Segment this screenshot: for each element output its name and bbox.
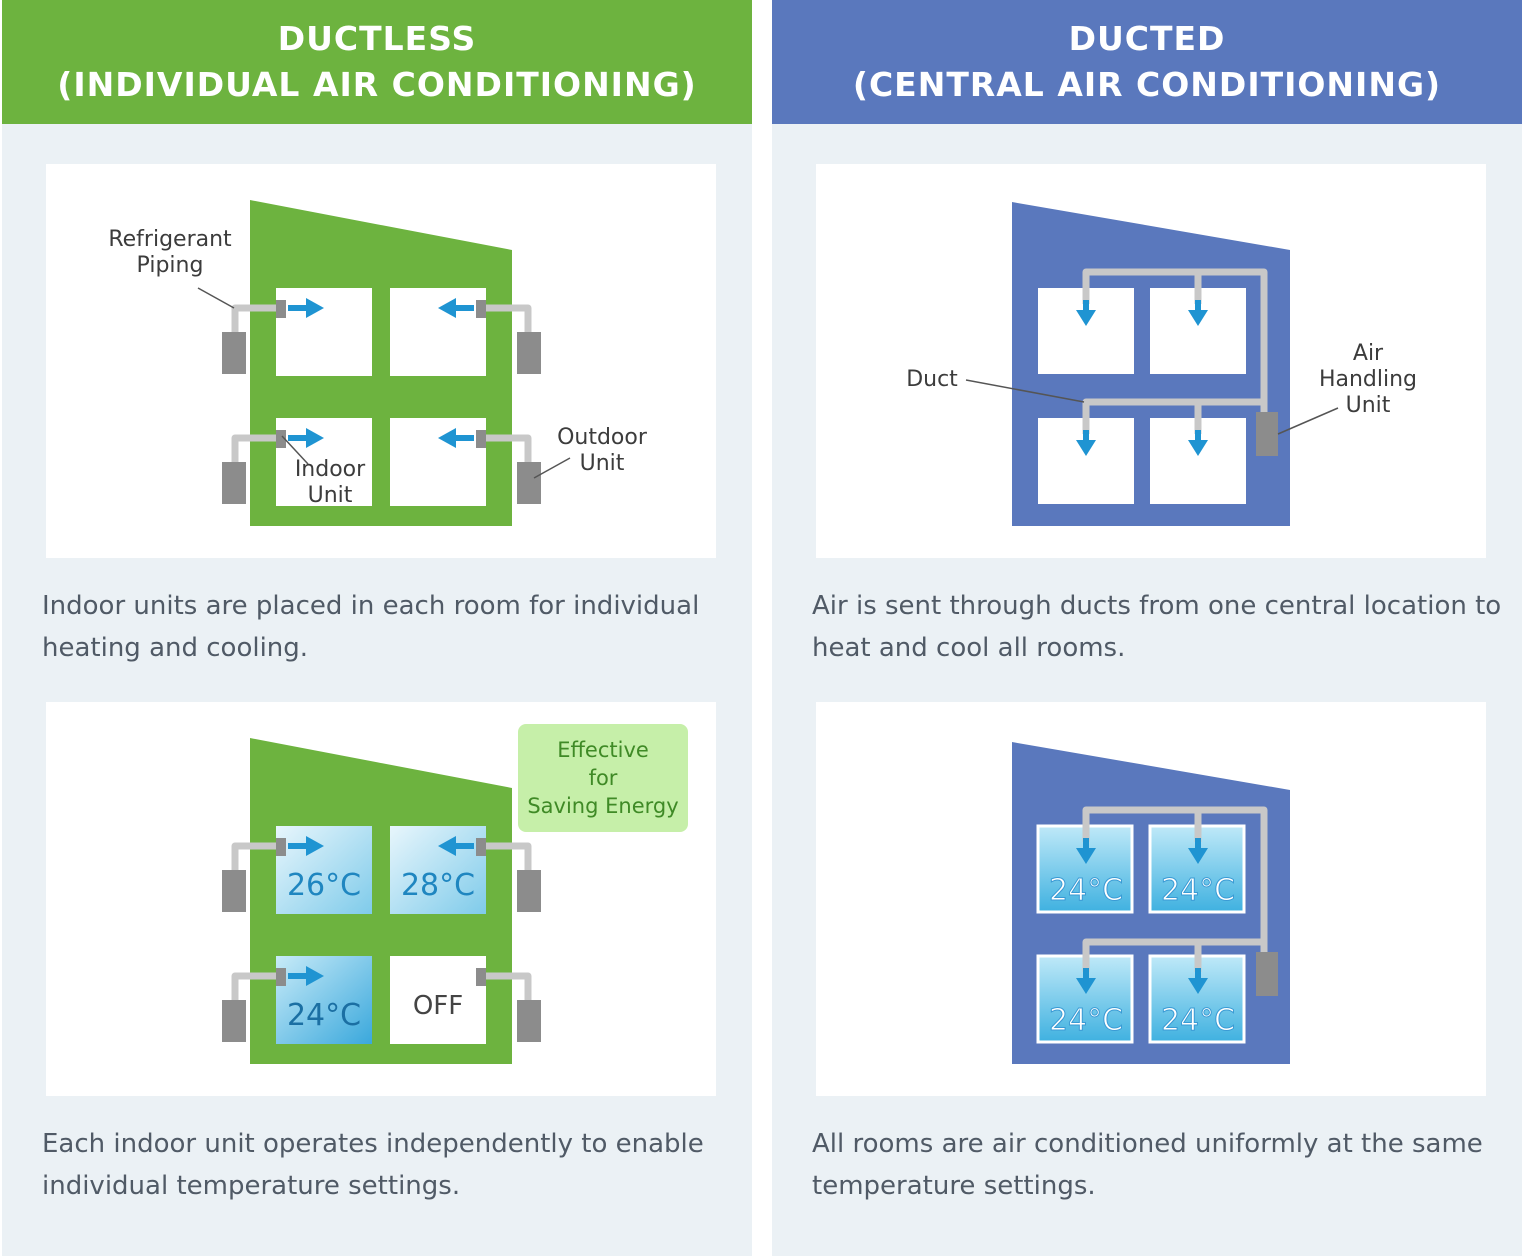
room-temp-1: 24°C (1049, 873, 1123, 908)
refrigerant-pipes (231, 304, 532, 462)
refrigerant-pipes (231, 842, 532, 1000)
air-handling-unit (1256, 412, 1278, 456)
ductless-header: DUCTLESS (INDIVIDUAL AIR CONDITIONING) (2, 0, 752, 124)
ducted-diagram-layout: Duct Air Handling Unit (816, 164, 1486, 558)
energy-badge: Effective for Saving Energy (518, 724, 688, 832)
room-temp-3: 24°C (287, 998, 361, 1033)
indoor-units (276, 838, 486, 986)
ducts (1082, 806, 1268, 972)
room-temp-4: OFF (413, 991, 463, 1021)
energy-badge-line1: Effective (557, 738, 649, 762)
indoor-units (276, 300, 486, 448)
air-handling-unit (1256, 952, 1278, 996)
ducted-column: DUCTED (CENTRAL AIR CONDITIONING) (772, 0, 1522, 1256)
ductless-title: DUCTLESS (277, 19, 477, 58)
room-windows (276, 288, 486, 506)
airflow-arrows (288, 298, 474, 448)
airflow-arrows (288, 836, 474, 986)
ahu-label: Air (1353, 341, 1384, 366)
ductless-caption-1: Indoor units are placed in each room for… (42, 591, 700, 663)
room-temp-3: 24°C (1049, 1003, 1123, 1038)
ductless-column: DUCTLESS (INDIVIDUAL AIR CONDITIONING) (2, 0, 752, 1256)
ahu-label-2: Handling (1319, 367, 1417, 392)
energy-badge-line3: Saving Energy (527, 794, 678, 818)
ducted-caption-1: Air is sent through ducts from one centr… (812, 591, 1502, 663)
room-temp-2: 24°C (1161, 873, 1235, 908)
ductless-subtitle: (INDIVIDUAL AIR CONDITIONING) (57, 65, 697, 104)
room-temp-2: 28°C (401, 868, 475, 903)
ducted-header: DUCTED (CENTRAL AIR CONDITIONING) (772, 0, 1522, 124)
leader-lines (965, 379, 1339, 435)
ductless-diagram-layout: Refrigerant Piping Indoor Unit Outdoor U… (46, 164, 716, 558)
room-windows (276, 826, 486, 1044)
energy-badge-line2: for (589, 766, 618, 790)
indoor-unit-label-2: Unit (308, 483, 353, 508)
ducted-diagram-temperatures: 24°C 24°C 24°C 24°C (816, 702, 1486, 1096)
airflow-arrows (1076, 300, 1208, 456)
ductless-caption-2: Each indoor unit operates independently … (42, 1129, 704, 1201)
refrigerant-piping-label: Refrigerant (108, 227, 232, 252)
leader-lines (197, 287, 571, 479)
outdoor-unit-label-2: Unit (580, 451, 625, 476)
ductless-diagram-temperatures: Effective for Saving Energy (46, 702, 716, 1096)
duct-label: Duct (906, 367, 958, 392)
ducted-caption-2: All rooms are air conditioned uniformly … (812, 1129, 1483, 1201)
ducted-subtitle: (CENTRAL AIR CONDITIONING) (852, 65, 1442, 104)
refrigerant-piping-label-2: Piping (137, 253, 204, 278)
outdoor-units (222, 332, 541, 504)
ahu-label-3: Unit (1346, 393, 1391, 418)
airflow-arrows (1076, 838, 1208, 994)
outdoor-unit-label: Outdoor (557, 425, 648, 450)
indoor-unit-label: Indoor (295, 457, 366, 482)
room-temp-1: 26°C (287, 868, 361, 903)
room-windows (1038, 288, 1246, 504)
room-temp-4: 24°C (1161, 1003, 1235, 1038)
ducts (1082, 268, 1268, 434)
ducted-title: DUCTED (1068, 19, 1226, 58)
outdoor-units (222, 870, 541, 1042)
